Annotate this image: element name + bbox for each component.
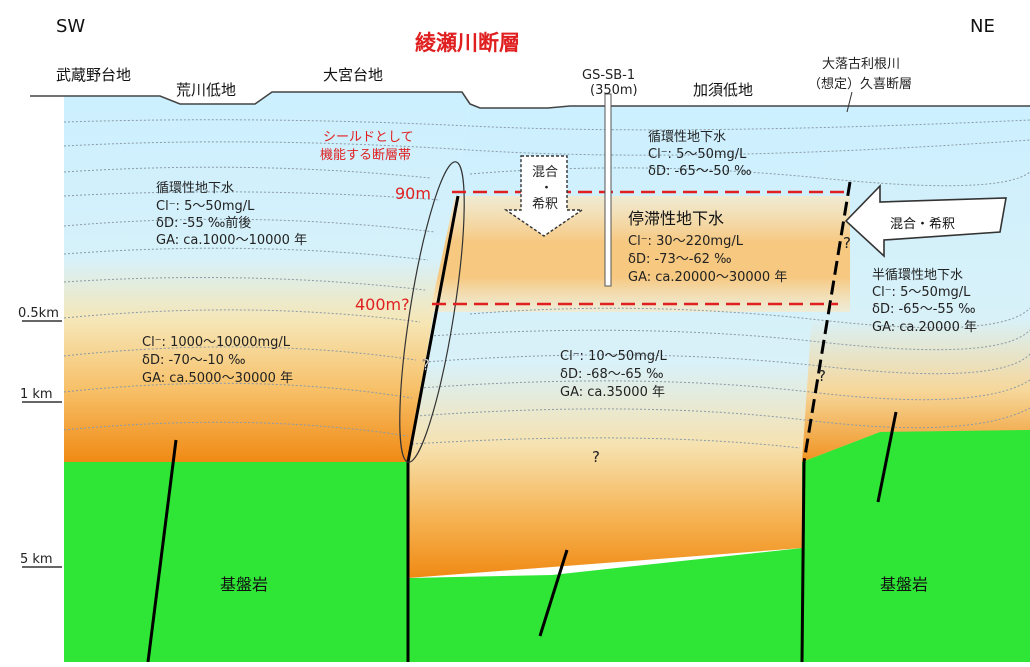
- left-circ-dd: δD: -55 ‰前後: [156, 215, 251, 231]
- borehole-depth: (350m): [590, 83, 638, 98]
- mix-center-1: 混合: [532, 165, 558, 180]
- center-deep-ga: GA: ca.35000 年: [560, 385, 665, 400]
- depth-ticks: [22, 320, 62, 568]
- basement-label-left: 基盤岩: [220, 575, 268, 594]
- stagnant-title: 停滞性地下水: [628, 209, 724, 228]
- question-fault: ?: [422, 356, 430, 374]
- left-circ-ga: GA: ca.1000～10000 年: [156, 233, 307, 248]
- shield-label-2: 機能する断層帯: [320, 148, 411, 163]
- semi-title: 半循環性地下水: [872, 268, 963, 283]
- label-sw: SW: [56, 16, 85, 37]
- tr-circ-dd: δD: -65～-50 ‰: [648, 164, 752, 179]
- mixing-arrow-down: [503, 155, 585, 237]
- left-circ-title: 循環性地下水: [156, 181, 234, 196]
- depth-1km: 1 km: [20, 387, 53, 402]
- center-deep-dd: δD: -68～-65 ‰: [560, 367, 664, 382]
- left-deep-cl: Cl⁻: 1000～10000mg/L: [142, 335, 291, 350]
- stagnant-dd: δD: -73～-62 ‰: [628, 252, 732, 267]
- mix-center-2: ・: [540, 181, 553, 196]
- kuki-pointer: [846, 91, 853, 113]
- question-right-upper: ?: [843, 234, 851, 252]
- question-center: ?: [592, 448, 600, 466]
- label-ootoshi: 大落古利根川: [822, 57, 900, 72]
- question-right-lower: ?: [818, 367, 826, 385]
- basement-center: [408, 548, 802, 662]
- basement-right: [802, 430, 1030, 662]
- mix-center-3: 希釈: [532, 197, 558, 212]
- semi-cl: Cl⁻: 5～50mg/L: [872, 285, 971, 300]
- stagnant-cl: Cl⁻: 30～220mg/L: [628, 234, 744, 249]
- ground-surface: [30, 91, 1030, 109]
- left-circ-cl: Cl⁻: 5～50mg/L: [156, 199, 255, 214]
- shield-zone-ellipse: [399, 161, 465, 463]
- shield-label-1: シールドとして: [323, 130, 414, 145]
- mix-right: 混合・希釈: [890, 217, 955, 232]
- left-deep-dd: δD: -70～-10 ‰: [142, 353, 246, 368]
- left-deep-ga: GA: ca.5000～30000 年: [142, 371, 293, 386]
- semi-dd: δD: -65～-55 ‰: [872, 302, 976, 317]
- depth-05km: 0.5km: [18, 306, 59, 321]
- tr-circ-cl: Cl⁻: 5～50mg/L: [648, 147, 747, 162]
- label-omiya: 大宮台地: [323, 66, 383, 84]
- depth-5km: 5 km: [20, 552, 53, 567]
- faults: [146, 181, 898, 663]
- borehole-name: GS-SB-1: [582, 68, 635, 83]
- tr-circ-title: 循環性地下水: [648, 130, 726, 145]
- mixing-arrow-left: [844, 184, 1007, 258]
- basement-label-right: 基盤岩: [880, 575, 928, 594]
- label-ne: NE: [970, 16, 995, 37]
- center-deep-cl: Cl⁻: 10～50mg/L: [560, 349, 667, 364]
- basement-left: [64, 462, 408, 662]
- depth-90m: 90m: [395, 184, 431, 203]
- label-kuki-fault: （想定）久喜断層: [808, 76, 912, 92]
- depth-400m: 400m?: [355, 295, 410, 314]
- borehole: [604, 93, 612, 287]
- label-musashino: 武蔵野台地: [56, 66, 131, 84]
- aquifer-left: [64, 92, 470, 462]
- stagnant-ga: GA: ca.20000～30000 年: [628, 270, 787, 285]
- semi-ga: GA: ca.20000 年: [872, 320, 977, 335]
- fault-title: 綾瀬川断層: [415, 31, 520, 55]
- label-kazo: 加須低地: [693, 81, 753, 99]
- label-arakawa: 荒川低地: [176, 81, 236, 99]
- aquifer-right: [802, 106, 1030, 462]
